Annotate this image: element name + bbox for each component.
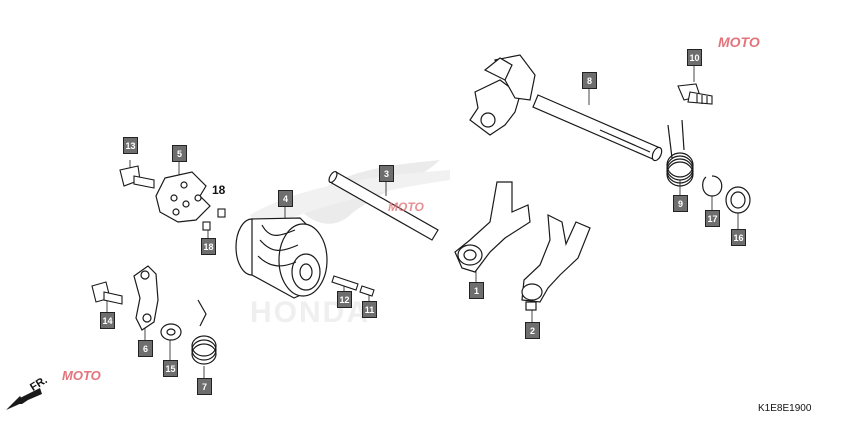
callout-12[interactable]: 12 [337,291,352,308]
callout-5[interactable]: 5 [172,145,187,162]
part-11-pin [359,285,375,297]
callout-14[interactable]: 14 [100,312,115,329]
part-17-circlip [702,175,723,197]
callout-2[interactable]: 2 [525,322,540,339]
part-12-pin [331,275,359,291]
callout-6[interactable]: 6 [138,340,153,357]
part-2-shift-fork [521,213,591,311]
callout-3[interactable]: 3 [379,165,394,182]
callout-1[interactable]: 1 [469,282,484,299]
part-6-stopper-arm [133,265,159,331]
callout-8[interactable]: 8 [582,72,597,89]
callout-10[interactable]: 10 [687,49,702,66]
part-13-bolt [119,165,155,189]
part-9-spring [666,119,694,187]
callout-16[interactable]: 16 [731,229,746,246]
part-16-washer [725,186,751,214]
callout-17[interactable]: 17 [705,210,720,227]
part-1-shift-fork [454,181,531,273]
part-10-bolt [677,83,713,105]
part-8-shift-shaft [469,54,663,162]
honda-watermark-text: HONDA [250,296,370,329]
moto-watermark-bottom-left: MOTO [62,368,101,383]
diagram-code: K1E8E1900 [758,403,812,414]
moto-watermark-center: MOTO [388,200,424,214]
callout-13[interactable]: 13 [123,137,138,154]
moto-watermark-top-right: MOTO [718,34,760,50]
callout-11[interactable]: 11 [362,301,377,318]
part-18-plain-label: 18 [212,183,226,197]
callout-9[interactable]: 9 [673,195,688,212]
part-18-pin [202,208,226,231]
callout-15[interactable]: 15 [163,360,178,377]
callout-4[interactable]: 4 [278,190,293,207]
front-direction-arrow [6,388,42,410]
part-3-fork-shaft [328,170,439,241]
part-14-bolt [91,281,123,305]
callout-18[interactable]: 18 [201,238,216,255]
part-15-washer [160,323,182,341]
part-5-drum-center [155,171,211,223]
part-4-shift-drum [235,217,328,299]
callout-7[interactable]: 7 [197,378,212,395]
part-7-spring [191,299,217,365]
honda-wing-logo-2 [250,170,450,230]
